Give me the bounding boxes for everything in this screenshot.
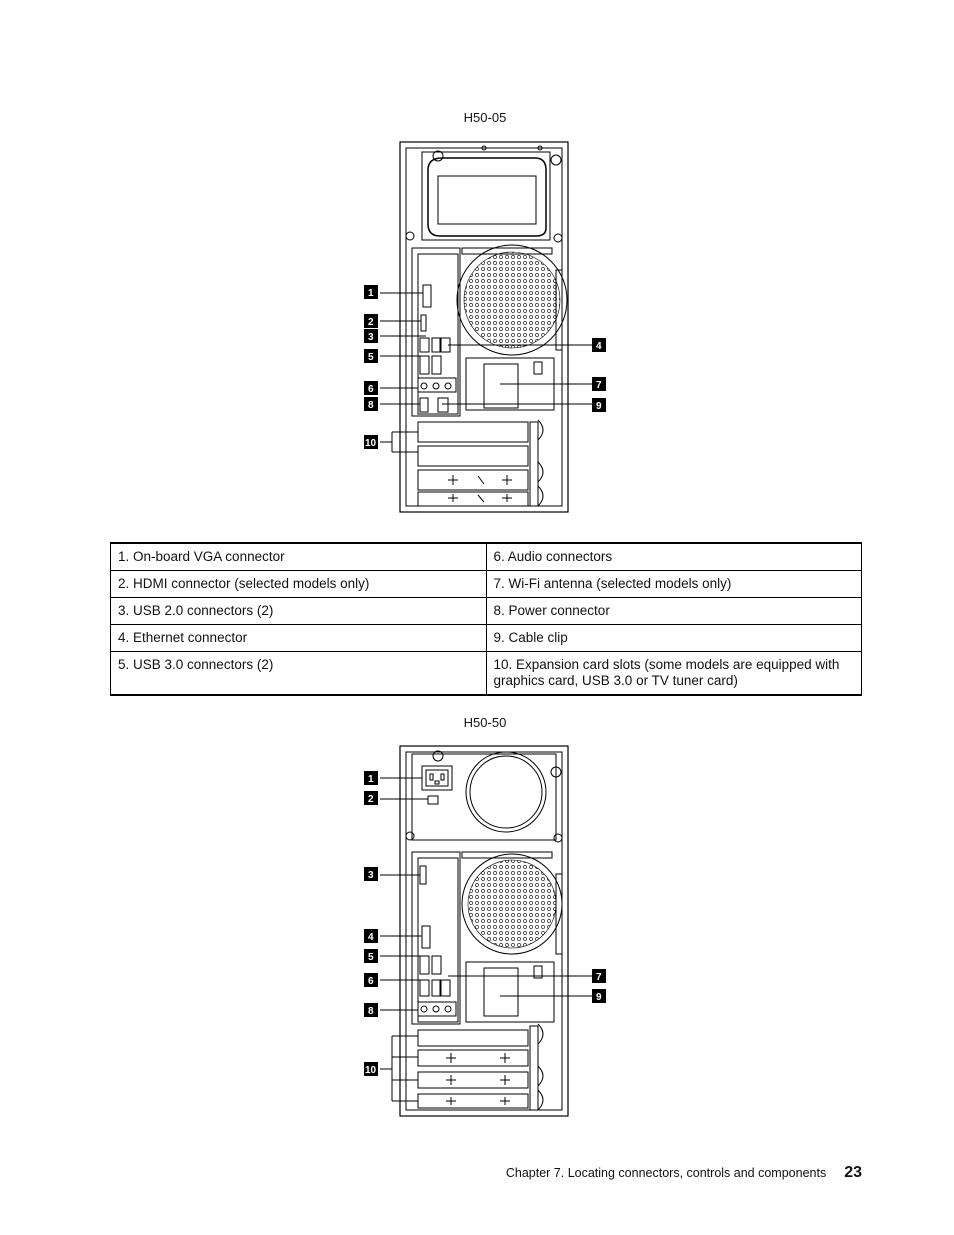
svg-text:10: 10 xyxy=(365,438,377,449)
svg-text:5: 5 xyxy=(368,352,374,363)
table-row: 2. HDMI connector (selected models only)… xyxy=(110,570,862,598)
svg-text:7: 7 xyxy=(596,972,602,983)
callout-10 xyxy=(364,1062,378,1076)
svg-text:3: 3 xyxy=(368,870,374,881)
rear-view-diagram-h50-05 xyxy=(360,140,620,520)
svg-text:2: 2 xyxy=(368,794,374,805)
callouts-h50-50: 1 2 3 4 5 6 8 10 7 9 xyxy=(364,771,624,1081)
callout-1 xyxy=(364,771,378,785)
legend-cell: 8. Power connector xyxy=(485,597,862,625)
legend-cell: 2. HDMI connector (selected models only) xyxy=(110,570,487,598)
page-number: 23 xyxy=(844,1164,862,1181)
callouts-h50-05: 1 2 3 5 6 8 10 4 7 9 xyxy=(364,285,624,465)
svg-text:5: 5 xyxy=(368,952,374,963)
page-footer: Chapter 7. Locating connectors, controls… xyxy=(506,1164,862,1182)
legend-cell: 1. On-board VGA connector xyxy=(110,542,487,571)
callout-4 xyxy=(364,929,378,943)
svg-text:6: 6 xyxy=(368,976,374,987)
callout-6 xyxy=(364,381,378,395)
callout-6 xyxy=(364,973,378,987)
callout-1 xyxy=(364,285,378,299)
legend-cell: 4. Ethernet connector xyxy=(110,624,487,652)
legend-cell: 7. Wi-Fi antenna (selected models only) xyxy=(485,570,862,598)
callout-2 xyxy=(364,791,378,805)
callout-10 xyxy=(364,435,378,449)
legend-cell: 9. Cable clip xyxy=(485,624,862,652)
svg-text:9: 9 xyxy=(596,992,602,1003)
table-row: 4. Ethernet connector 9. Cable clip xyxy=(110,624,862,652)
svg-text:4: 4 xyxy=(368,932,374,943)
callout-3 xyxy=(364,867,378,881)
table-row: 3. USB 2.0 connectors (2) 8. Power conne… xyxy=(110,597,862,625)
table-row: 5. USB 3.0 connectors (2) 10. Expansion … xyxy=(110,651,862,696)
svg-text:7: 7 xyxy=(596,380,602,391)
callout-9 xyxy=(592,398,606,412)
svg-text:1: 1 xyxy=(368,288,374,299)
svg-text:8: 8 xyxy=(368,1006,374,1017)
callout-5 xyxy=(364,949,378,963)
diagram-caption-h50-05: H50-05 xyxy=(463,110,507,125)
callout-4 xyxy=(592,338,606,352)
svg-text:8: 8 xyxy=(368,400,374,411)
svg-text:2: 2 xyxy=(368,317,374,328)
svg-text:6: 6 xyxy=(368,384,374,395)
legend-cell: 5. USB 3.0 connectors (2) xyxy=(110,651,487,696)
callout-5 xyxy=(364,349,378,363)
svg-text:9: 9 xyxy=(596,401,602,412)
callout-7 xyxy=(592,377,606,391)
callout-8 xyxy=(364,1003,378,1017)
callout-3 xyxy=(364,329,378,343)
svg-text:3: 3 xyxy=(368,332,374,343)
callout-9 xyxy=(592,989,606,1003)
rear-view-diagram-h50-50 xyxy=(360,744,620,1124)
legend-cell: 10. Expansion card slots (some models ar… xyxy=(485,651,862,696)
callout-7 xyxy=(592,969,606,983)
callout-2 xyxy=(364,314,378,328)
callout-8 xyxy=(364,397,378,411)
diagram-caption-h50-50: H50-50 xyxy=(463,715,507,730)
table-row: 1. On-board VGA connector 6. Audio conne… xyxy=(110,542,862,571)
legend-cell: 3. USB 2.0 connectors (2) xyxy=(110,597,487,625)
svg-text:1: 1 xyxy=(368,774,374,785)
chapter-title: Chapter 7. Locating connectors, controls… xyxy=(505,1166,827,1180)
connector-legend-table: 1. On-board VGA connector 6. Audio conne… xyxy=(110,542,862,696)
legend-cell: 6. Audio connectors xyxy=(485,542,862,571)
svg-text:4: 4 xyxy=(596,341,602,352)
svg-text:10: 10 xyxy=(365,1065,377,1076)
